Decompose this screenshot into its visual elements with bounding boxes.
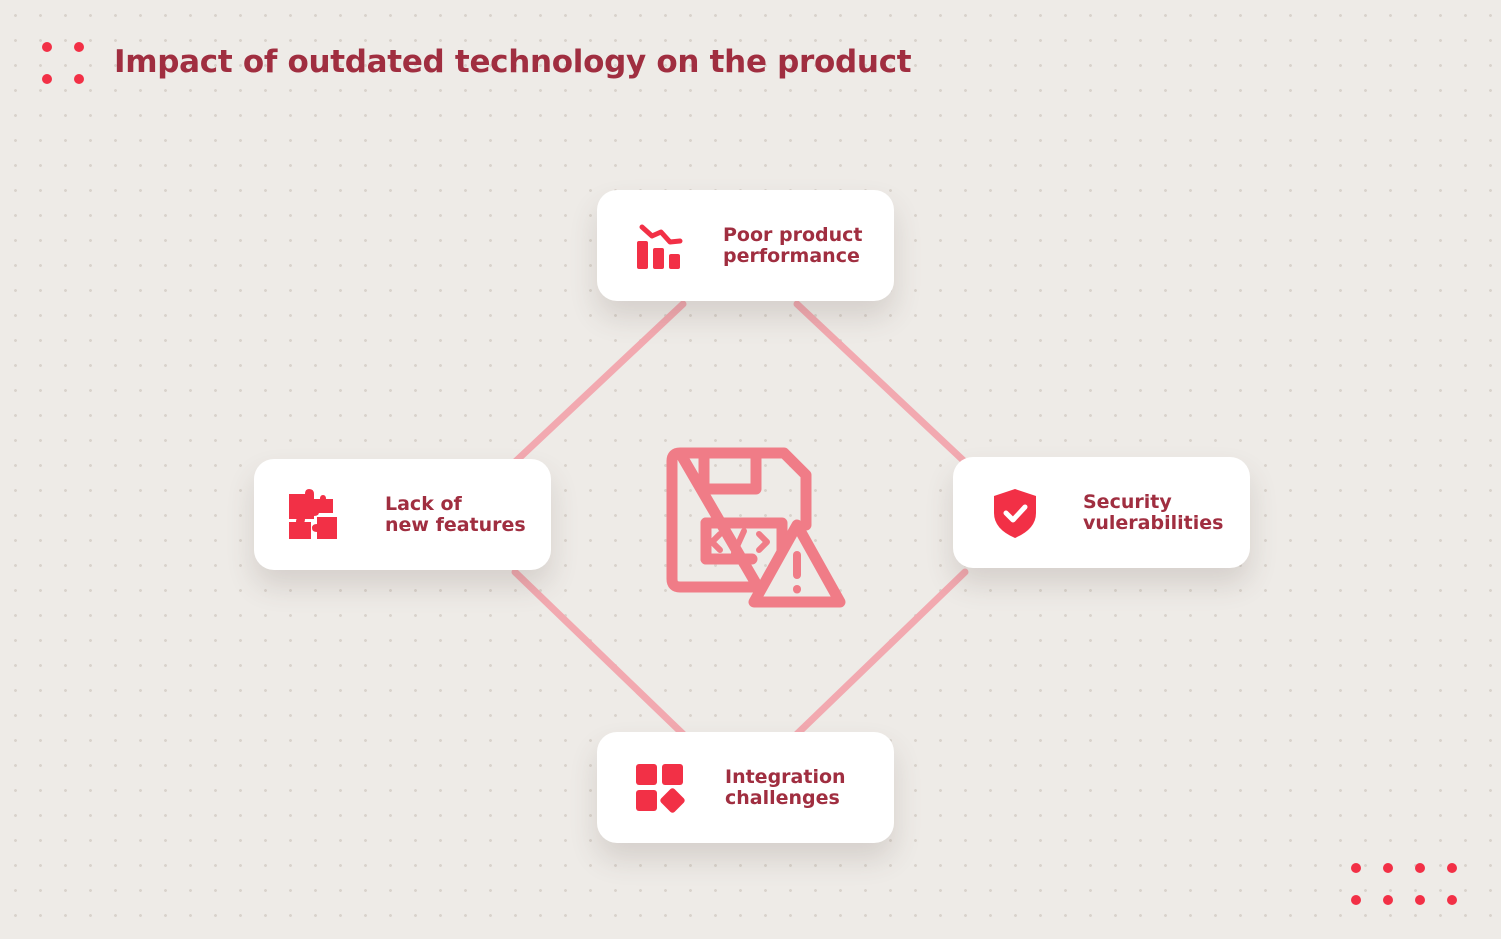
node-card-right: Security vulerabilities [953,457,1250,568]
connector-top-left [511,300,687,466]
connector-right-bottom [793,568,969,738]
floppy-disk-code-warning-icon [664,447,852,619]
decor-dot [1447,895,1457,905]
page-title: Impact of outdated technology on the pro… [114,44,912,80]
declining-chart-icon [633,220,685,272]
decorative-dots-top-left [42,42,84,84]
node-card-left: Lack of new features [254,459,551,570]
node-label: Poor product performance [723,223,863,267]
node-label: Integration challenges [725,765,846,809]
decorative-dots-bottom-right [1351,863,1457,905]
connector-top-right [793,300,969,466]
decor-dot [74,74,84,84]
decor-dot [42,74,52,84]
shield-check-icon [989,487,1041,539]
decor-dot [1351,895,1361,905]
decor-dot [74,42,84,52]
node-card-top: Poor product performance [597,190,894,301]
node-card-bottom: Integration challenges [597,732,894,843]
decor-dot [1415,895,1425,905]
puzzle-icon [287,488,339,541]
decor-dot [1383,895,1393,905]
decor-dot [1351,863,1361,873]
decor-dot [42,42,52,52]
decor-dot [1447,863,1457,873]
decor-dot [1383,863,1393,873]
connector-left-bottom [511,568,687,738]
app-blocks-icon [634,762,686,814]
node-label: Security vulerabilities [1083,490,1224,534]
decor-dot [1415,863,1425,873]
node-label: Lack of new features [385,492,526,536]
